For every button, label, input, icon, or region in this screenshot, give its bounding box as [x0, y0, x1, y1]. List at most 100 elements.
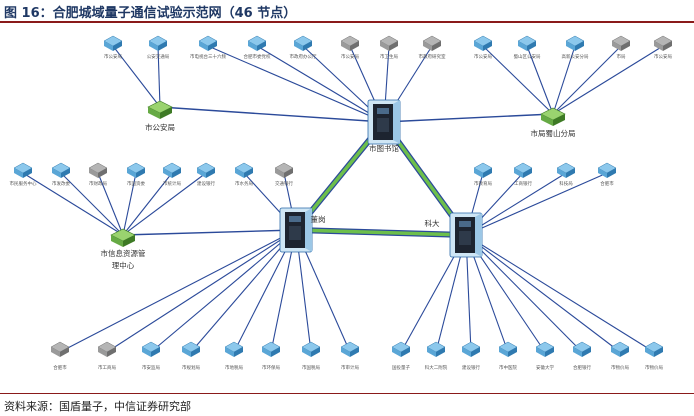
endpoint-label: 市政府研究室: [419, 53, 446, 60]
endpoint-n3-icon: [198, 35, 218, 51]
endpoint-n6-icon: [340, 35, 360, 51]
endpoint-n7-icon: [379, 35, 399, 51]
link-line: [60, 172, 124, 236]
endpoint-label: 市规划局: [182, 364, 200, 371]
link-line: [157, 45, 161, 108]
figure-title: 图 16：合肥城域量子通信试验示范网（46 节点）: [4, 6, 297, 21]
endpoint-n16-icon: [88, 162, 108, 178]
endpoint-n29-icon: [181, 341, 201, 357]
endpoint-label: 市审计局: [341, 364, 359, 371]
endpoint-label: 国投量子: [392, 364, 410, 371]
endpoint-label: 市统计局: [163, 180, 181, 187]
endpoint-label: 市国资委: [127, 180, 145, 187]
endpoint-label: 合肥银行: [573, 364, 591, 371]
endpoint-label: 合肥市: [600, 180, 614, 187]
uplink-line: [122, 229, 297, 236]
link-line: [22, 172, 124, 236]
link-line: [465, 172, 608, 236]
node-label-s2: 市局蜀山分局: [531, 128, 576, 138]
endpoint-label: 市公安局: [341, 53, 359, 60]
endpoint-n8-icon: [422, 35, 442, 51]
endpoint-n15-icon: [51, 162, 71, 178]
endpoint-label: 市国税局: [302, 364, 320, 371]
endpoint-n5-icon: [293, 35, 313, 51]
node-layer: 市公安局公安交通局市电视台三十六频合肥市委党校市政府办公厅市公安局市卫生局市政府…: [10, 35, 673, 371]
endpoint-n13-icon: [653, 35, 673, 51]
endpoint-n27-icon: [97, 341, 117, 357]
endpoint-n28-icon: [141, 341, 161, 357]
link-line: [59, 229, 297, 353]
endpoint-label: 市财政局: [89, 180, 107, 187]
endpoint-n1-icon: [103, 35, 123, 51]
link-layer: [22, 45, 664, 353]
backbone-ring: [294, 120, 468, 237]
endpoint-n18-icon: [162, 162, 182, 178]
endpoint-label: 合肥市: [53, 364, 67, 371]
endpoint-label: 市公安局: [474, 53, 492, 60]
link-line: [482, 45, 554, 115]
endpoint-n38-icon: [535, 341, 555, 357]
endpoint-label: 市公安局: [654, 53, 672, 60]
link-line: [465, 234, 621, 353]
endpoint-n35-icon: [426, 341, 446, 357]
node-label-s3b: 理中心: [112, 260, 135, 270]
core-c1-icon: [367, 99, 401, 145]
endpoint-label: 市安监局: [142, 364, 160, 371]
endpoint-label: 市局: [617, 53, 626, 60]
endpoint-n32-icon: [301, 341, 321, 357]
endpoint-label: 市物价局: [611, 364, 629, 371]
link-line: [190, 229, 297, 353]
core-c2-icon: [279, 207, 313, 253]
link-line: [465, 234, 583, 353]
endpoint-label: 市发改委: [52, 180, 70, 187]
endpoint-label: 市中医院: [499, 364, 517, 371]
endpoint-n30-icon: [224, 341, 244, 357]
node-label-c2: 董岗: [311, 214, 326, 224]
endpoint-n34-icon: [391, 341, 411, 357]
endpoint-n19-icon: [196, 162, 216, 178]
endpoint-n39-icon: [572, 341, 592, 357]
link-line: [122, 172, 137, 236]
endpoint-n20-icon: [234, 162, 254, 178]
link-line: [122, 172, 207, 236]
link-line: [465, 234, 655, 353]
endpoint-n25-icon: [597, 162, 617, 178]
switch-s3-icon: [110, 228, 136, 247]
endpoint-n37-icon: [498, 341, 518, 357]
endpoint-label: 蜀山区公安局: [514, 53, 541, 60]
node-label-c3: 科大: [425, 218, 440, 228]
endpoint-label: 市物价局: [645, 364, 663, 371]
endpoint-n33-icon: [340, 341, 360, 357]
link-line: [552, 45, 576, 115]
endpoint-n40-icon: [610, 341, 630, 357]
endpoint-label: 交通银行: [275, 180, 293, 187]
endpoint-n31-icon: [261, 341, 281, 357]
endpoint-label: 公安交通局: [147, 53, 170, 60]
endpoint-label: 市工商局: [98, 364, 116, 371]
endpoint-n11-icon: [565, 35, 585, 51]
endpoint-n14-icon: [13, 162, 33, 178]
link-line: [150, 229, 297, 353]
endpoint-n36-icon: [461, 341, 481, 357]
endpoint-label: 市政府办公厅: [290, 53, 317, 60]
node-label-c1: 市图书馆: [369, 143, 399, 153]
endpoint-label: 建设银行: [462, 364, 480, 371]
endpoint-n9-icon: [473, 35, 493, 51]
link-line: [552, 45, 622, 115]
link-line: [465, 172, 567, 236]
endpoint-label: 合肥市委党校: [244, 53, 271, 60]
switch-s1-icon: [147, 100, 173, 119]
uplink-line: [159, 106, 385, 123]
network-diagram: 市公安局公安交通局市电视台三十六频合肥市委党校市政府办公厅市公安局市卫生局市政府…: [10, 35, 673, 371]
link-line: [97, 172, 124, 236]
source-note: 资料来源：国盾量子，中信证券研究部: [4, 400, 191, 413]
endpoint-n26-icon: [50, 341, 70, 357]
endpoint-n21-icon: [274, 162, 294, 178]
endpoint-label: 市民服务中心: [10, 180, 37, 187]
endpoint-n40-icon: [644, 341, 664, 357]
endpoint-label: 市卫生局: [380, 53, 398, 60]
endpoint-label: 市公安局: [104, 53, 122, 60]
endpoint-n17-icon: [126, 162, 146, 178]
endpoint-n10-icon: [517, 35, 537, 51]
endpoint-label: 市地税局: [225, 364, 243, 371]
